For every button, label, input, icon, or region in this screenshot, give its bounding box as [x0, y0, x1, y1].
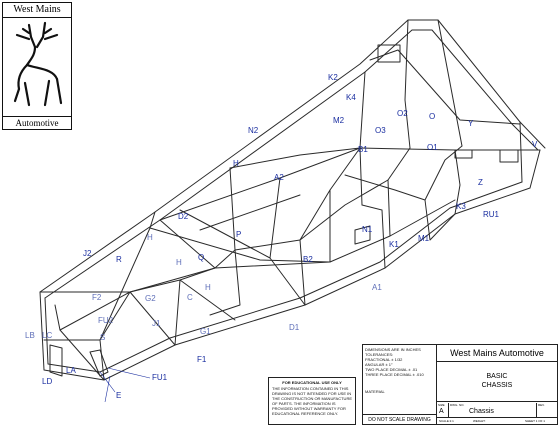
drawing-number-row: SIZE A DWG. NO. Chassis REV. — [437, 403, 557, 418]
part-label: Z — [478, 178, 483, 187]
part-label: H — [205, 283, 211, 292]
part-label: FU2 — [98, 316, 114, 325]
tolerance-line: TOLERANCES: — [365, 352, 394, 357]
rev-label: REV. — [538, 403, 545, 407]
size-cell: SIZE A — [437, 403, 449, 417]
part-label: LA — [66, 366, 76, 375]
part-label: Q — [198, 253, 205, 262]
tolerance-line: DIMENSIONS ARE IN INCHES — [365, 347, 421, 352]
do-not-scale-note: DO NOT SCALE DRAWING — [363, 414, 436, 425]
drawing-title-line2: CHASSIS — [481, 382, 513, 389]
part-label: Y — [468, 119, 474, 128]
tolerance-panel: DIMENSIONS ARE IN INCHES TOLERANCES: FRA… — [363, 345, 437, 424]
dwg-number-cell: DWG. NO. Chassis — [449, 403, 537, 417]
sheet-label: SHEET 1 OF 1 — [525, 419, 545, 423]
scale-label: SCALE:1:1 — [439, 419, 454, 423]
tolerance-line: FRACTIONAL ± 1/32 — [365, 357, 403, 362]
weight-label: WEIGHT: — [473, 419, 486, 423]
tolerance-line: TWO PLACE DECIMAL ± .01 — [365, 367, 418, 372]
part-label: D2 — [178, 212, 189, 221]
part-label: A1 — [372, 283, 382, 292]
part-label: O3 — [375, 126, 386, 135]
title-block: DIMENSIONS ARE IN INCHES TOLERANCES: FRA… — [362, 344, 558, 425]
educational-use-note: FOR EDUCATIONAL USE ONLY THE INFORMATION… — [268, 377, 356, 425]
part-label: LB — [25, 331, 35, 340]
tolerance-notes: DIMENSIONS ARE IN INCHES TOLERANCES: FRA… — [365, 347, 424, 377]
part-label: RU1 — [483, 210, 500, 219]
part-label: A2 — [274, 173, 284, 182]
edu-note-title: FOR EDUCATIONAL USE ONLY — [282, 380, 342, 385]
part-label: K4 — [346, 93, 356, 102]
part-label: J1 — [152, 319, 161, 328]
part-label: M2 — [333, 116, 345, 125]
part-label: K3 — [456, 202, 466, 211]
part-label: P — [236, 230, 242, 239]
part-label: E — [116, 391, 122, 400]
size-value: A — [439, 408, 444, 415]
part-label: F2 — [92, 293, 102, 302]
part-label: LD — [42, 377, 53, 386]
part-label: C — [187, 293, 193, 302]
part-label: H — [233, 159, 239, 168]
part-label: V — [532, 140, 538, 149]
part-label: H — [147, 233, 153, 242]
part-label: LC — [42, 331, 53, 340]
part-label: S — [100, 333, 106, 342]
dwg-number-value: Chassis — [469, 408, 494, 415]
part-label: N1 — [362, 225, 373, 234]
part-label: D1 — [289, 323, 300, 332]
size-label: SIZE — [438, 403, 445, 407]
part-label: K2 — [328, 73, 338, 82]
part-label: G2 — [145, 294, 156, 303]
company-logo: West Mains Automotive — [2, 2, 72, 130]
material-label: MATERIAL — [365, 389, 385, 394]
part-label: B1 — [358, 145, 368, 154]
drawing-title: BASIC CHASSIS — [437, 362, 557, 402]
part-label: F1 — [197, 355, 207, 364]
company-name: West Mains Automotive — [437, 345, 557, 362]
dwg-number-label: DWG. NO. — [450, 403, 465, 407]
sheet-info-row: SCALE:1:1 WEIGHT: SHEET 1 OF 1 — [437, 418, 557, 424]
part-label: K1 — [389, 240, 399, 249]
part-label: FU1 — [152, 373, 168, 382]
part-label: B2 — [303, 255, 313, 264]
logo-top-text: West Mains — [3, 3, 71, 18]
tolerance-line: THREE PLACE DECIMAL ± .010 — [365, 372, 424, 377]
part-label: O — [429, 112, 436, 121]
part-label: N2 — [248, 126, 259, 135]
part-label: R — [116, 255, 122, 264]
part-label: O1 — [427, 143, 438, 152]
part-label: H — [176, 258, 182, 267]
part-label: J2 — [83, 249, 92, 258]
part-label: G1 — [200, 327, 211, 336]
part-label: O2 — [397, 109, 408, 118]
logo-bottom-text: Automotive — [3, 116, 71, 129]
drawing-title-line1: BASIC — [486, 373, 508, 380]
rev-cell: REV. — [537, 403, 557, 417]
part-label: M1 — [418, 234, 430, 243]
tolerance-line: ANGULAR ± 1° — [365, 362, 393, 367]
edu-note-body: THE INFORMATION CONTAINED IN THIS DRAWIN… — [272, 386, 352, 416]
stag-emblem-icon — [13, 21, 63, 107]
